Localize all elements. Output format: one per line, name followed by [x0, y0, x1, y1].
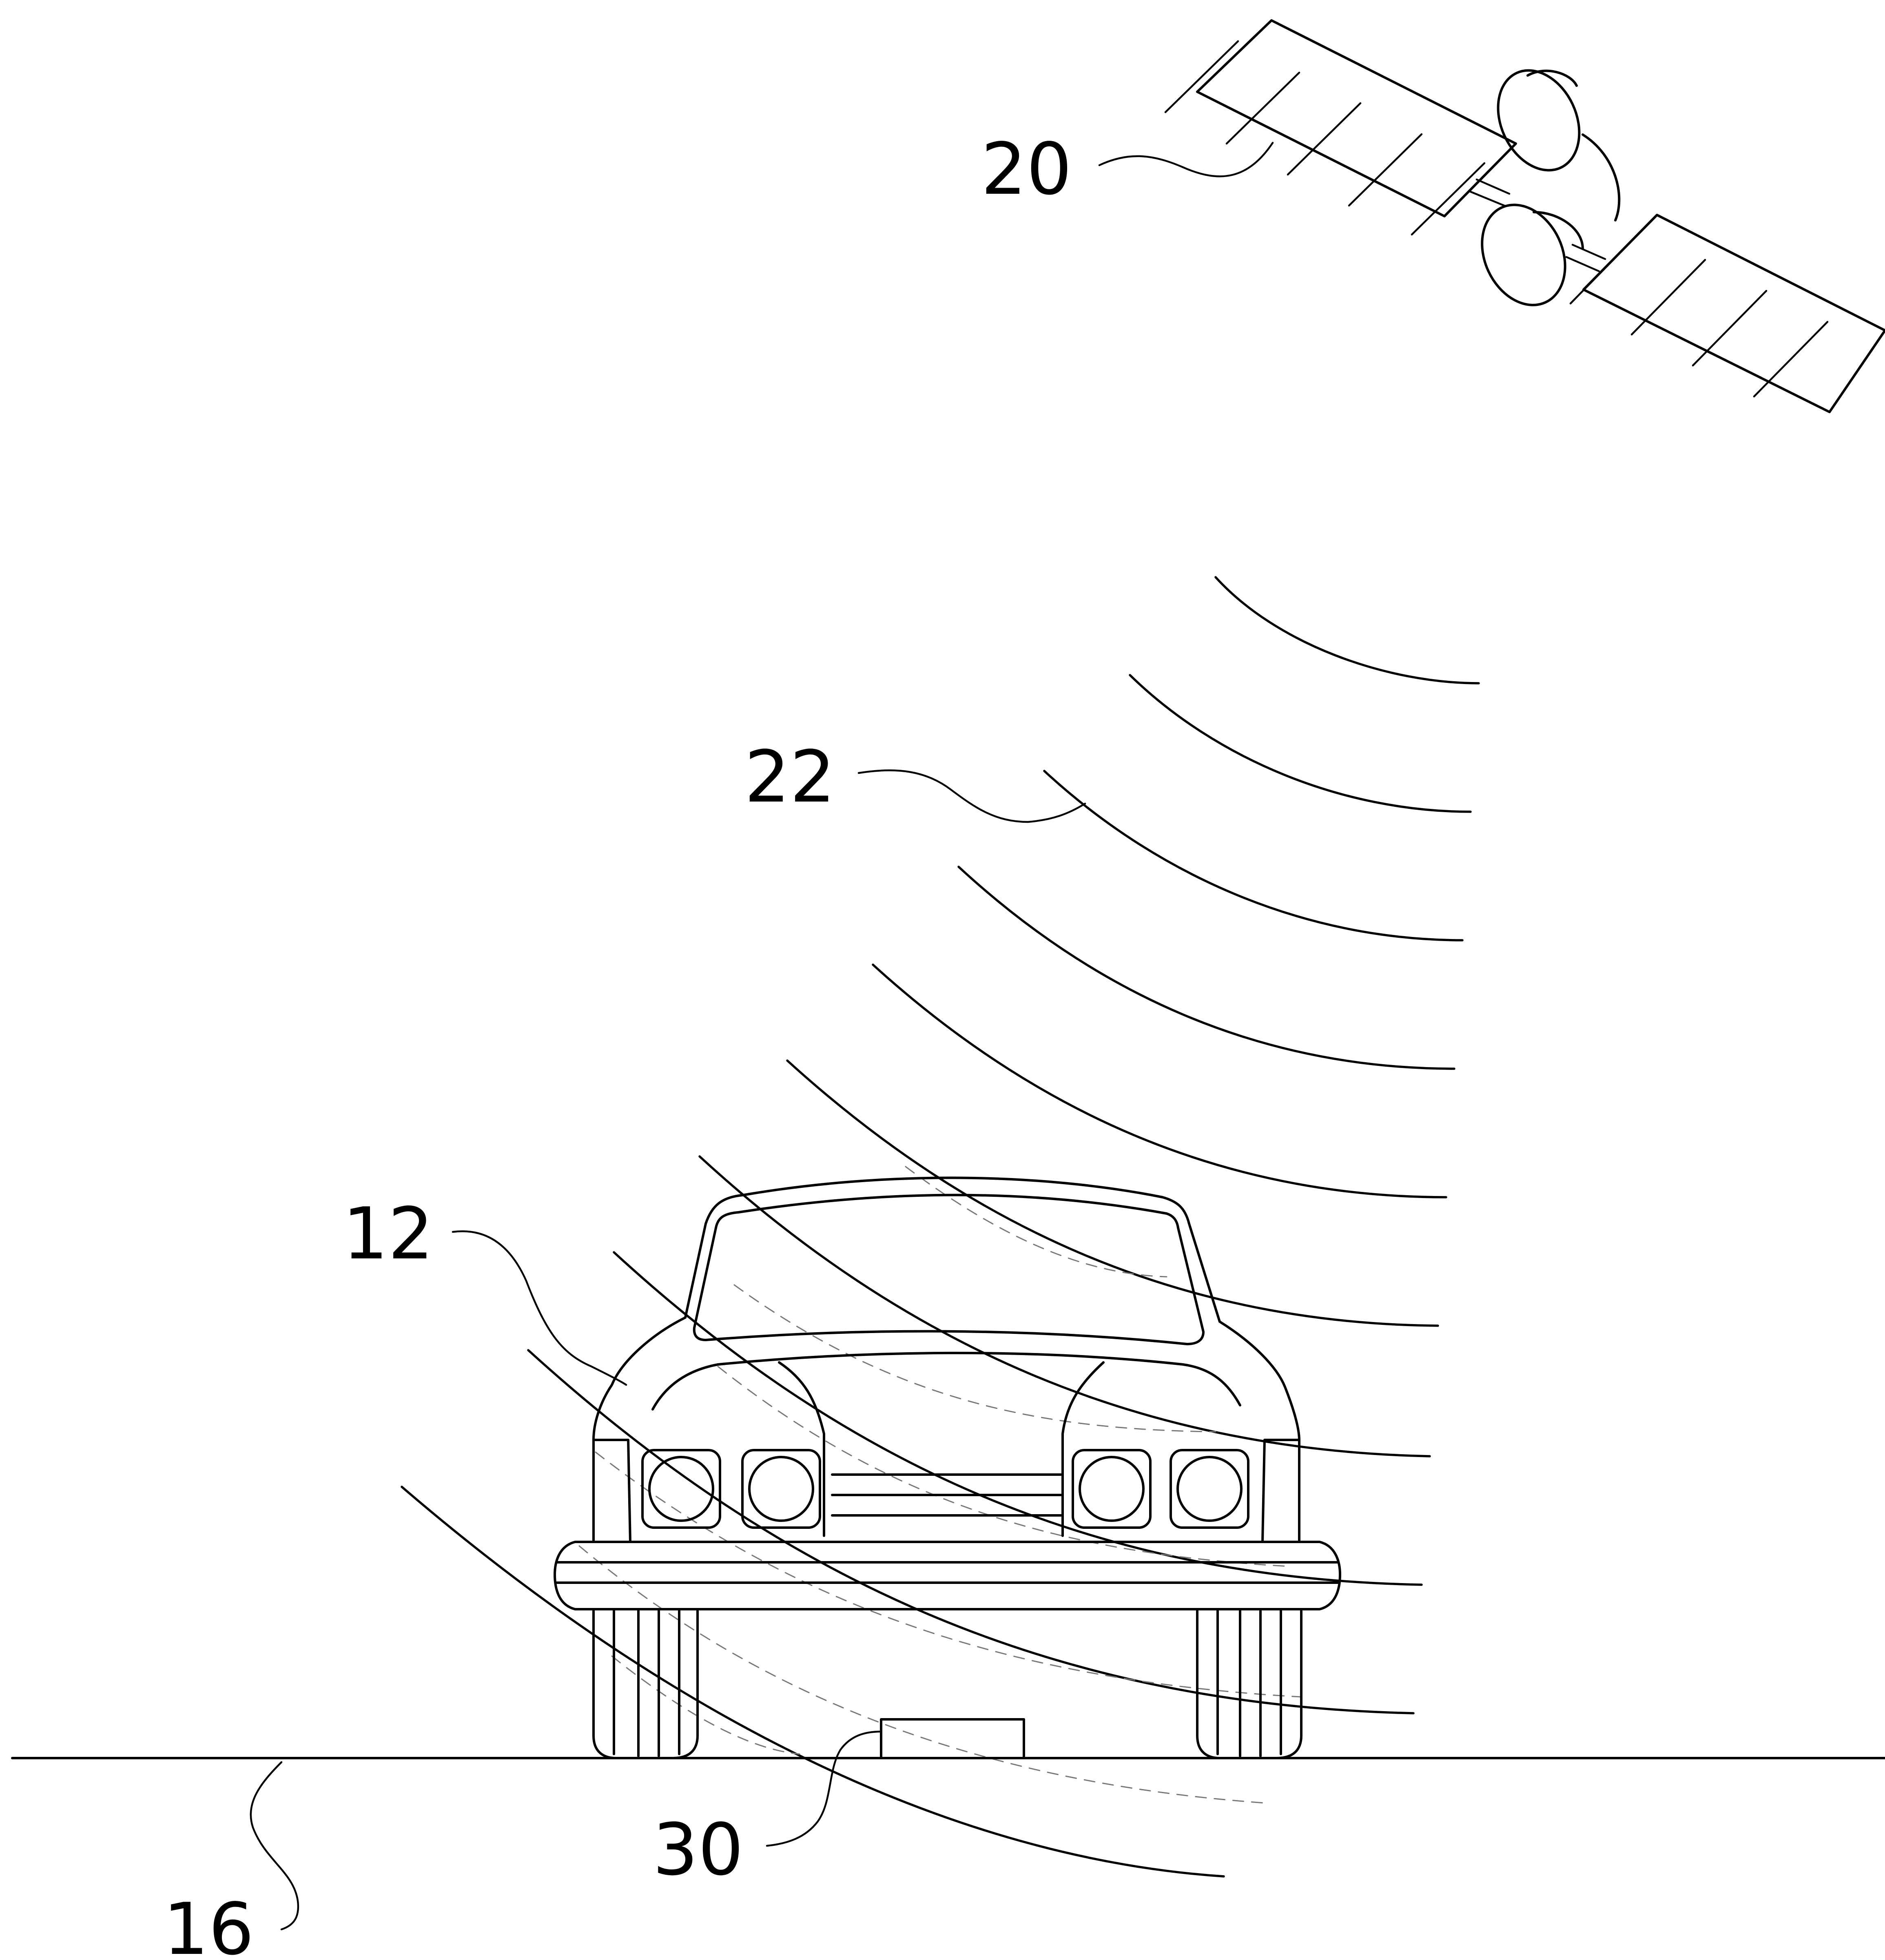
- ref-label-16: 16: [163, 1888, 254, 1960]
- headlights-left: [641, 1449, 821, 1529]
- vehicle-hood: [651, 1351, 1241, 1411]
- vehicle-cabin: [684, 1176, 1221, 1323]
- vehicle-windshield: [693, 1194, 1205, 1345]
- satellite: [1164, 19, 1885, 413]
- panel-strut-right: [1571, 244, 1606, 260]
- headlights-right: [1072, 1449, 1249, 1529]
- solar-panel-left: [1164, 19, 1517, 236]
- leader-12: [452, 1230, 627, 1386]
- satellite-dish-lower: [1481, 204, 1584, 306]
- ref-label-12: 12: [343, 1193, 434, 1276]
- leader-20: [1098, 142, 1274, 177]
- vehicle-grille: [831, 1473, 1064, 1517]
- ref-label-30: 30: [653, 1809, 744, 1891]
- vehicle-body: [592, 1316, 1300, 1543]
- satellite-body: [1582, 133, 1621, 221]
- vehicle-tire-right: [1196, 1608, 1302, 1759]
- vehicle-bumper: [554, 1541, 1341, 1610]
- leader-22: [857, 769, 1086, 823]
- satellite-dish-upper: [1497, 69, 1581, 172]
- vehicle: [554, 1176, 1341, 1759]
- solar-panel-right: [1569, 214, 1885, 413]
- leader-30: [766, 1730, 882, 1847]
- ref-label-22: 22: [744, 736, 835, 819]
- vehicle-tire-left: [592, 1608, 699, 1759]
- ref-label-20: 20: [981, 128, 1072, 211]
- leader-16: [250, 1761, 299, 1931]
- ground-receiver: [880, 1718, 1025, 1759]
- panel-strut-left: [1475, 178, 1511, 195]
- signal-waves: [401, 576, 1480, 1878]
